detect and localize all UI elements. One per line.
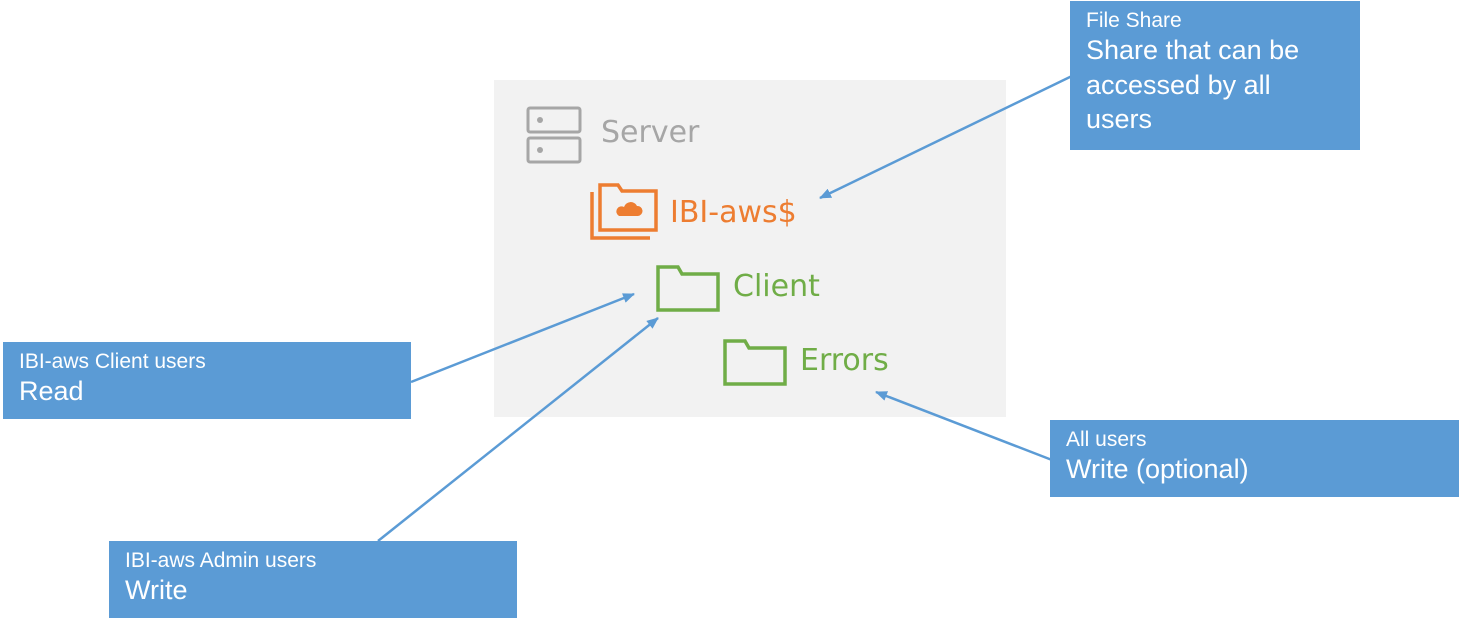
- server-label: Server: [601, 115, 700, 150]
- server-panel: [494, 80, 1006, 417]
- callout-all-users-body: Write (optional): [1066, 454, 1249, 485]
- callout-file-share-body: Share that can be accessed by all users: [1086, 35, 1300, 135]
- client-folder-label: Client: [733, 269, 820, 304]
- callout-admin-users-body: Write: [125, 575, 188, 606]
- callout-client-users-title: IBI-aws Client users: [19, 350, 206, 373]
- arrow-admin-users: [377, 317, 659, 542]
- errors-folder-label: Errors: [800, 343, 889, 378]
- callout-all-users-title: All users: [1066, 428, 1147, 451]
- client-folder-icon: [656, 265, 720, 312]
- callout-client-users-body: Read: [19, 376, 84, 407]
- share-label: IBI-aws$: [670, 195, 797, 230]
- callout-client-users: IBI-aws Client users Read: [3, 342, 411, 419]
- callout-file-share: File Share Share that can be accessed by…: [1070, 1, 1360, 150]
- callout-admin-users: IBI-aws Admin users Write: [109, 541, 517, 618]
- callout-file-share-title: File Share: [1086, 9, 1182, 32]
- arrow-all-users: [875, 390, 1053, 462]
- server-icon: [526, 106, 582, 164]
- cloud-folder-icon: [590, 183, 658, 240]
- callout-all-users: All users Write (optional): [1050, 420, 1459, 497]
- callout-admin-users-title: IBI-aws Admin users: [125, 549, 317, 572]
- arrow-file-share: [819, 74, 1073, 200]
- errors-folder-icon: [723, 339, 787, 386]
- arrow-client-users: [410, 292, 635, 384]
